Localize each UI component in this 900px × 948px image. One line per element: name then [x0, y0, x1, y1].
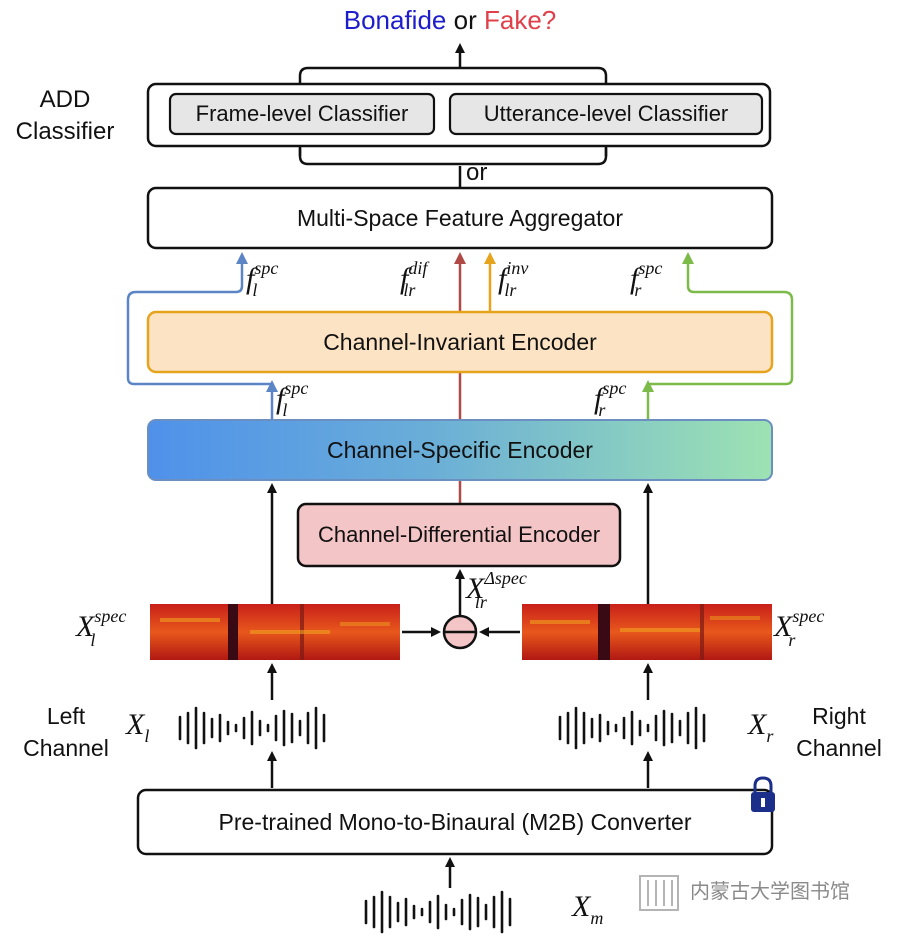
left-waveform	[178, 706, 326, 750]
utterance-classifier-label: Utterance-level Classifier	[483, 101, 729, 126]
left-spectrogram	[150, 604, 400, 660]
x-m: Xm	[572, 890, 604, 928]
right-spectrogram	[522, 604, 772, 660]
or-text: or	[466, 159, 488, 186]
specific-encoder-box	[147, 419, 773, 481]
f-r-spc-top: fspcr	[630, 258, 663, 300]
frame-classifier-label: Frame-level Classifier	[195, 101, 409, 126]
specific-encoder-label: Channel-Specific Encoder	[327, 436, 593, 463]
or-label: or	[453, 5, 477, 35]
frame-classifier-box	[168, 92, 436, 136]
f-l-spc-mid: fspcl	[276, 378, 309, 420]
right-waveform	[558, 706, 706, 750]
x-r: Xr	[748, 708, 774, 746]
right-channel-label: Right Channel	[796, 703, 882, 761]
differential-encoder-label: Channel-Differential Encoder	[317, 522, 601, 547]
or-bracket	[295, 137, 611, 188]
converter-label: Pre-trained Mono-to-Binaural (M2B) Conve…	[218, 808, 692, 835]
library-logo-icon	[639, 875, 679, 911]
output-bracket	[298, 43, 608, 86]
watermark-text: 内蒙古大学图书馆	[690, 881, 850, 903]
f-l-spc-top: fspcl	[246, 258, 279, 300]
lock-icon	[751, 776, 775, 812]
x-l-spec: Xspecl	[76, 606, 127, 650]
differential-encoder-box	[296, 502, 622, 568]
converter-box	[136, 788, 774, 856]
invariant-encoder-label: Channel-Invariant Encoder	[323, 328, 597, 355]
f-lr-inv: finvlr	[498, 258, 529, 300]
mono-waveform	[364, 890, 512, 934]
add-classifier-label: ADD Classifier	[15, 86, 115, 145]
right-spc-feature-path	[646, 252, 794, 390]
aggregator-label: Multi-Space Feature Aggregator	[296, 204, 623, 231]
x-lr-delta-spec: XΔspeclr	[466, 568, 527, 612]
utterance-classifier-box	[448, 92, 764, 136]
fake-label: Fake?	[483, 5, 557, 35]
bonafide-label: Bonafide	[343, 5, 447, 35]
output-question: Bonafide or Fake?	[0, 6, 900, 34]
x-r-spec: Xspecr	[774, 606, 825, 650]
left-channel-label: Left Channel	[23, 703, 109, 761]
subtract-circle-icon	[442, 614, 478, 650]
aggregator-box	[146, 186, 774, 250]
x-l: Xl	[126, 708, 150, 746]
f-lr-dif: fdiflr	[400, 258, 428, 300]
invariant-encoder-box	[146, 310, 774, 374]
f-r-spc-mid: fspcr	[594, 378, 627, 420]
